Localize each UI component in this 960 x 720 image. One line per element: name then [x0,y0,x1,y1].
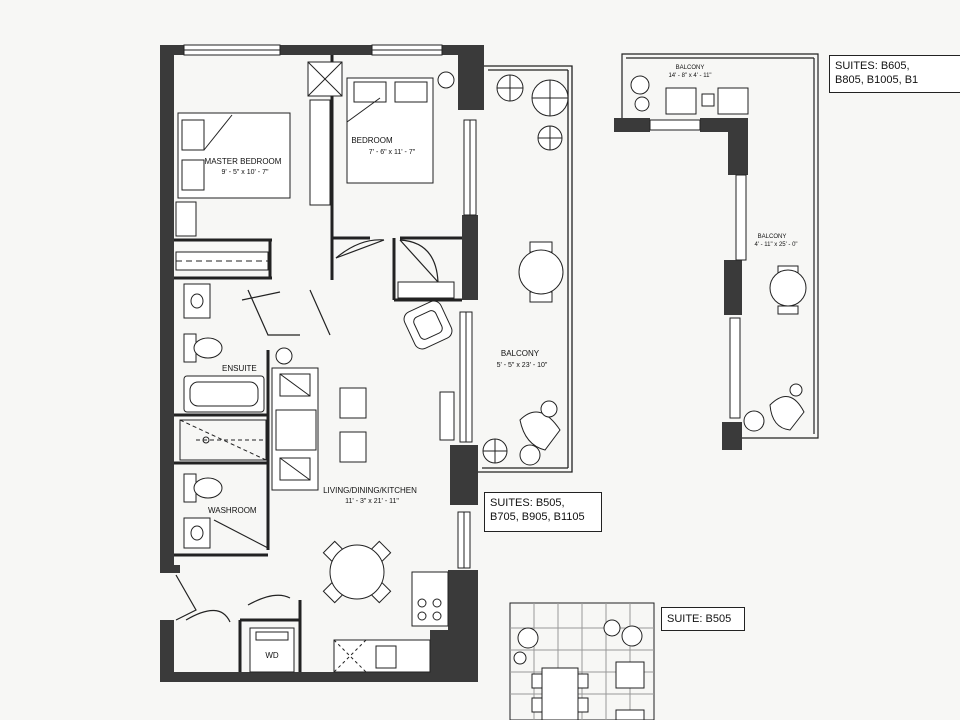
door-swings [175,239,439,623]
wd-label: WD [265,651,279,660]
suites-main-line1: SUITES: B505, [490,497,565,509]
tv-console [439,391,455,441]
washer-dryer [249,627,295,673]
master-bedroom-label: MASTER BEDROOM [205,157,282,166]
master-bed [175,112,291,237]
balcony-label: BALCONY [501,349,540,358]
living-dims: 11' - 3" x 21' - 11" [345,498,399,505]
alt-plan-outline [621,53,819,439]
washroom-fixtures [183,473,223,549]
bedroom-label: BEDROOM [351,136,393,145]
closets [175,61,455,299]
bedroom-dims: 7' - 6" x 11' - 7" [369,149,416,156]
ensuite-fixtures [183,283,265,413]
suites-box-bottom: SUITE: B505 [661,607,745,631]
balcony-outline [478,65,573,473]
suites-main-line2: B705, B905, B1105 [490,511,585,523]
balcony-table [518,241,564,303]
master-bedroom-dims: 9' - 5" x 10' - 7" [222,169,269,176]
balcony-plants [482,74,569,466]
coffee-tables [339,387,367,463]
ensuite-label: ENSUITE [222,364,257,373]
alt-balcony-top-label: BALCONY [676,65,705,71]
suites-top-right-line2: B805, B1005, B1 [835,74,919,86]
alt-balcony-side-dims: 4' - 11" x 25' - 0" [754,242,797,248]
living-label: LIVING/DINING/KITCHEN [323,486,417,495]
armchair [403,300,453,350]
bedroom-bed [346,71,455,184]
washroom-label: WASHROOM [208,506,257,515]
suites-bottom-line1: SUITE: B505 [667,613,732,625]
alt-plan-furniture [630,75,807,432]
bottom-plan-furniture [513,619,645,720]
balcony-lounger [519,400,561,451]
main-unit-walls [160,45,484,682]
suites-box-top-right: SUITES: B605, B805, B1005, B1 [829,55,960,93]
alt-plan-windows [649,119,747,419]
balcony-dims: 5' - 5" x 23' - 10" [497,362,548,369]
dining-set [322,540,392,604]
sofa [271,347,319,491]
shower [179,419,267,461]
windows [183,44,477,569]
alt-balcony-side-label: BALCONY [758,234,787,240]
alt-plan-walls [614,118,748,450]
suites-box-main: SUITES: B505, B705, B905, B1105 [484,492,602,532]
kitchen-counter [333,571,449,673]
alt-balcony-top-dims: 14' - 8" x 4' - 11" [668,73,711,79]
suites-top-right-line1: SUITES: B605, [835,60,910,72]
